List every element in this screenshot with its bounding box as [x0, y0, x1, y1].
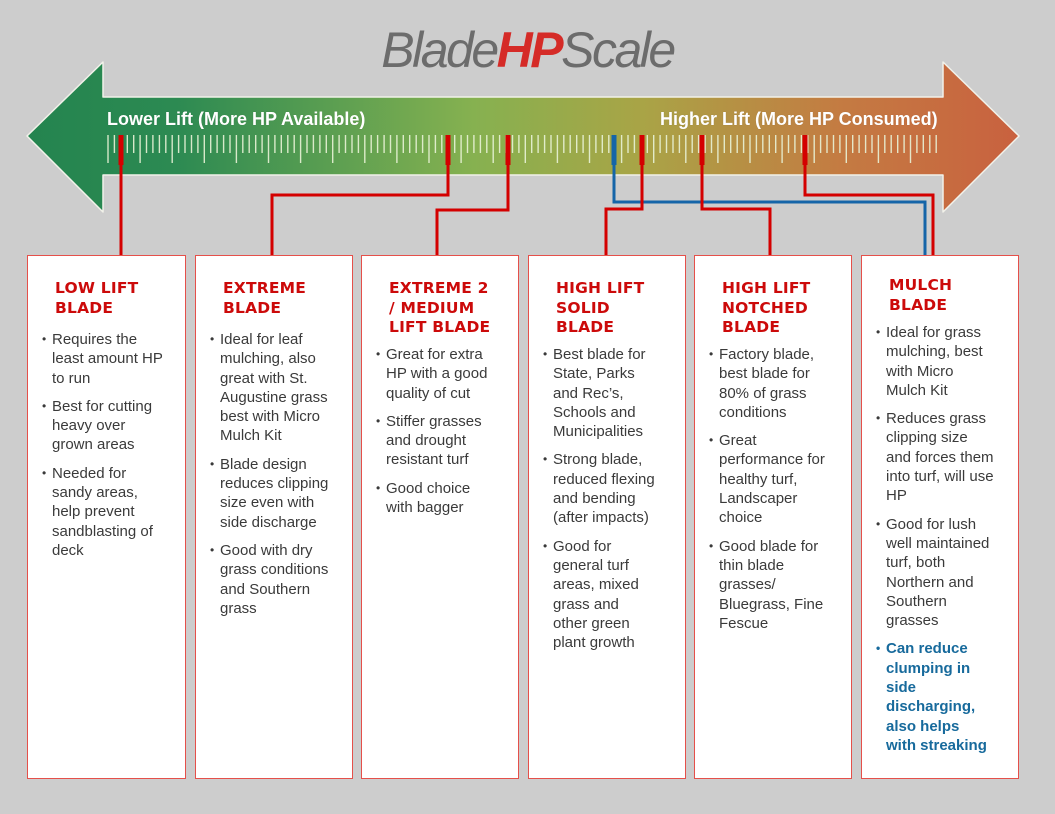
bullet-item: Great for extra HP with a good quality o…	[376, 345, 508, 403]
card-low-lift-blade: LOW LIFT BLADE Requires the least amount…	[27, 255, 186, 779]
connector-mulch-blue	[612, 160, 927, 256]
card-high-lift-solid-blade: HIGH LIFT SOLID BLADE Best blade for Sta…	[528, 255, 686, 779]
card-title: HIGH LIFT NOTCHED BLADE	[722, 279, 811, 336]
marker-extreme-2	[505, 135, 511, 165]
title-blade: Blade	[381, 22, 499, 78]
higher-lift-label: Higher Lift (More HP Consumed)	[660, 109, 938, 129]
bullet-list: Best blade for State, Parks and Rec’s, S…	[543, 345, 675, 661]
card-mulch-blade: MULCH BLADE Ideal for grass mulching, be…	[861, 255, 1019, 779]
bullet-item: Good choice with bagger	[376, 479, 508, 518]
bullet-list: Requires the least amount HP to run Best…	[42, 330, 175, 569]
connector-high-lift-solid	[604, 160, 644, 256]
bullet-item: Requires the least amount HP to run	[42, 330, 175, 388]
page-title: BladeHPScale	[0, 22, 1055, 78]
card-extreme-blade: EXTREME BLADE Ideal for leaf mulching, a…	[195, 255, 353, 779]
title-scale: Scale	[561, 22, 676, 78]
scale-markers	[118, 135, 808, 165]
bullet-item: Great performance for healthy turf, Land…	[709, 431, 841, 527]
bullet-item: Good for general turf areas, mixed grass…	[543, 537, 675, 653]
marker-mulch-blue	[611, 135, 617, 165]
bullet-list: Great for extra HP with a good quality o…	[376, 345, 508, 526]
bullet-item: Needed for sandy areas, help prevent san…	[42, 464, 175, 560]
marker-extreme	[445, 135, 451, 165]
marker-mulch	[802, 135, 808, 165]
bullet-item: Best blade for State, Parks and Rec’s, S…	[543, 345, 675, 441]
connector-high-lift-notched	[700, 160, 772, 256]
bullet-item: Factory blade, best blade for 80% of gra…	[709, 345, 841, 422]
bullet-item: Strong blade, reduced flexing and bendin…	[543, 450, 675, 527]
bullet-item: Stiffer grasses and drought resistant tu…	[376, 412, 508, 470]
lower-lift-label: Lower Lift (More HP Available)	[107, 109, 366, 129]
marker-low-lift	[118, 135, 124, 165]
bullet-list: Ideal for leaf mulching, also great with…	[210, 330, 342, 627]
bullet-item: Ideal for grass mulching, best with Micr…	[876, 323, 1008, 400]
bullet-item: Good with dry grass conditions and South…	[210, 541, 342, 618]
title-hp: HP	[496, 22, 564, 78]
bullet-list: Factory blade, best blade for 80% of gra…	[709, 345, 841, 642]
bullet-item: Best for cutting heavy over grown areas	[42, 397, 175, 455]
bullet-item: Ideal for leaf mulching, also great with…	[210, 330, 342, 446]
bullet-item: Blade design reduces clipping size even …	[210, 455, 342, 532]
connector-lines	[119, 160, 935, 256]
connector-extreme	[270, 160, 450, 256]
card-title: MULCH BLADE	[889, 276, 953, 314]
bullet-item: Good blade for thin blade grasses/ Blueg…	[709, 537, 841, 633]
double-arrow-shape	[26, 61, 1020, 213]
marker-high-lift-notched	[699, 135, 705, 165]
card-title: LOW LIFT BLADE	[55, 279, 139, 317]
card-title: EXTREME 2 / MEDIUM LIFT BLADE	[389, 279, 491, 336]
card-title: EXTREME BLADE	[223, 279, 307, 317]
bullet-item: Reduces grass clipping size and forces t…	[876, 409, 1008, 505]
card-extreme-2-medium-lift-blade: EXTREME 2 / MEDIUM LIFT BLADE Great for …	[361, 255, 519, 779]
bullet-item: Good for lush well maintained turf, both…	[876, 515, 1008, 631]
connector-extreme-2	[435, 160, 510, 256]
card-title: HIGH LIFT SOLID BLADE	[556, 279, 645, 336]
bullet-item-highlight: Can reduce clumping in side discharging,…	[876, 639, 1008, 755]
bullet-list: Ideal for grass mulching, best with Micr…	[876, 323, 1008, 764]
marker-high-lift-solid	[639, 135, 645, 165]
connector-mulch-red	[803, 160, 935, 256]
card-high-lift-notched-blade: HIGH LIFT NOTCHED BLADE Factory blade, b…	[694, 255, 852, 779]
